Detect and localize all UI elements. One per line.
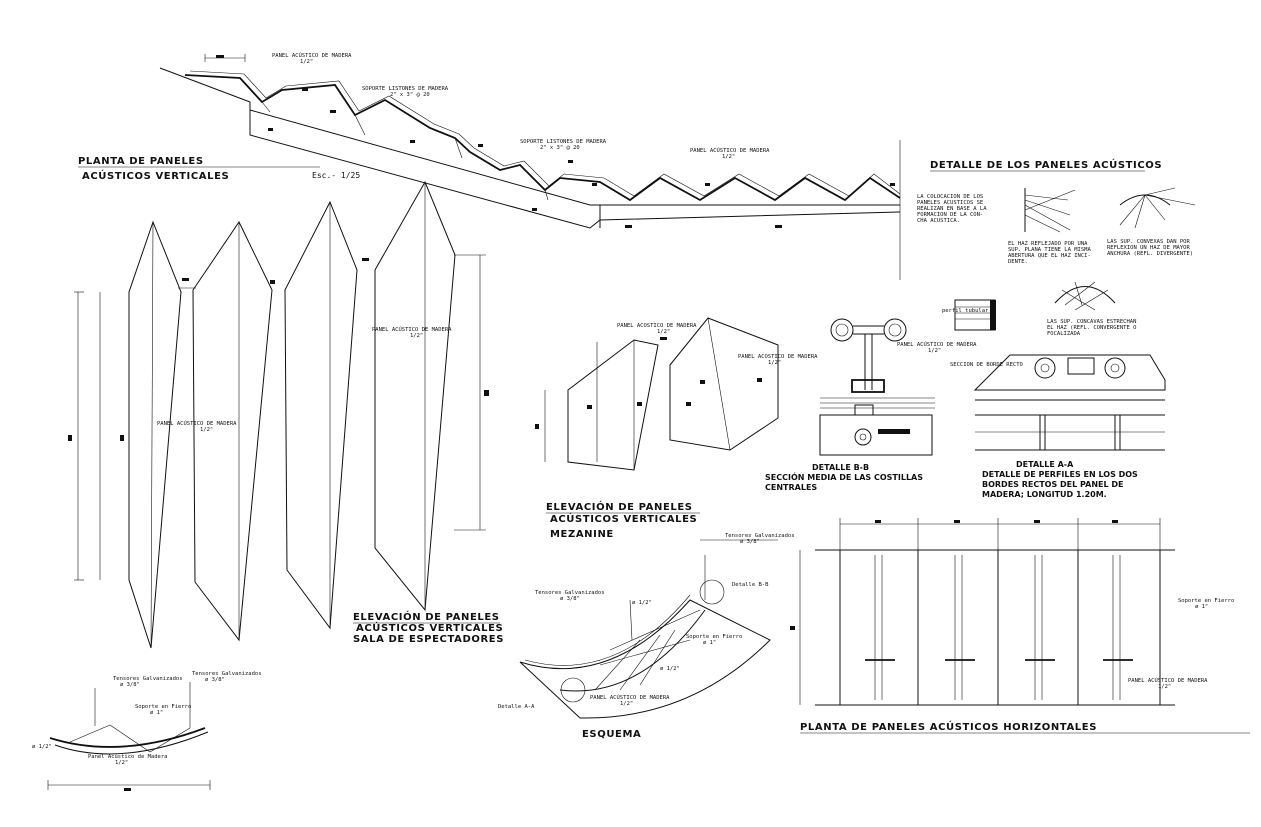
drawing-label: PANEL ACOSTICO DE MADERA (738, 354, 818, 360)
drawing-label: 1/2" (300, 59, 313, 65)
elev-sala-title-1: ELEVACIÓN DE PANELES (353, 610, 500, 623)
drawing-label: 1/2" (620, 701, 633, 707)
esquema-title: ESQUEMA (582, 729, 641, 740)
drawing-label: Soporte en Fierro (1178, 598, 1234, 604)
drawing-label: ø 1/2" (32, 744, 52, 750)
esquema-curved-panel: Tensores Galvanizados ø 3/8" Tensores Ga… (498, 533, 795, 740)
detalle-aa: perfil tubular PANEL ACÚSTICO DE MADERA … (897, 299, 1166, 499)
drawing-label: ø 1/2" (632, 600, 652, 606)
elev-sala-title-3: SALA DE ESPECTADORES (353, 634, 504, 645)
drawing-label: SOPORTE LISTONES DE MADERA (520, 139, 607, 145)
drawing-label: ø 3/8" (740, 539, 760, 545)
drawing-label: SUP. PLANA TIENE LA MISMA (1008, 247, 1091, 253)
drawing-label: PANEL ACÚSTICO DE MADERA (272, 52, 352, 59)
drawing-label: Tensores Galvanizados (192, 671, 262, 677)
drawing-label: 1/2" (928, 348, 941, 354)
drawing-label: PANEL ACÚSTICO DE MADERA (590, 694, 670, 701)
drawing-label: CENTRALES (765, 483, 817, 492)
drawing-label: PANEL ACÚSTICO DE MADERA (690, 147, 770, 154)
drawing-label: SOPORTE LISTONES DE MADERA (362, 86, 449, 92)
drawing-label: FOCALIZADA (1047, 331, 1081, 337)
drawing-label: PANEL ACÚSTICO DE MADERA (897, 341, 977, 348)
drawing-label: ANCHURA (REFL. DIVERGENTE) (1107, 251, 1193, 257)
drawing-label: 1/2" (410, 333, 423, 339)
drawing-label: FORMACION DE LA CON- (917, 212, 983, 218)
drawing-label: REFLEXION UN HAZ DE MAYOR (1107, 245, 1190, 251)
drawing-label: ø 1" (1195, 604, 1208, 610)
drawing-label: EL HAZ (REFL. CONVERGENTE O (1047, 325, 1136, 331)
drawing-label: ø 1" (703, 640, 716, 646)
detalle-aa-title: DETALLE A-A (1016, 460, 1074, 469)
drawing-label: DETALLE DE PERFILES EN LOS DOS (982, 470, 1138, 479)
drawing-label: MADERA; LONGITUD 1.20M. (982, 490, 1107, 499)
drawing-label: 2" x 3" @ 20 (540, 145, 580, 151)
elev-mezz-title-2: ACÚSTICOS VERTICALES (550, 512, 697, 525)
drawing-label: BORDES RECTOS DEL PANEL DE (982, 480, 1123, 489)
drawing-label: Soporte en Fierro (135, 704, 191, 710)
drawing-label: ø 3/8" (120, 682, 140, 688)
drawing-label: PANEL ACÚSTICO DE MADERA (157, 420, 237, 427)
seccion-curva-inferior: Tensores Galvanizados ø 3/8" Tensores Ga… (32, 671, 262, 791)
drawing-label: REALIZAN EN BASE A LA (917, 206, 987, 212)
drawing-label: PANELES ACUSTICOS SE (917, 200, 983, 206)
planta-paneles-horizontales: Soporte en Fierro ø 1" PANEL ACÚSTICO DE… (790, 518, 1250, 734)
drawing-label: 1/2" (115, 760, 128, 766)
drawing-label: PANEL ACÚSTICO DE MADERA (1128, 677, 1208, 684)
drawing-label: CHA ACUSTICA. (917, 218, 960, 224)
drawing-label: 1/2" (1158, 684, 1171, 690)
detalle-bb: DETALLE B-B SECCIÓN MEDIA DE LAS COSTILL… (765, 318, 935, 492)
drawing-label: LAS SUP. CONCAVAS ESTRECHAN (1047, 319, 1136, 325)
scale-label: Esc.- 1/25 (312, 171, 360, 180)
drawing-label: perfil tubular (942, 308, 989, 314)
drawing-label: SECCION DE BORDE RECTO (950, 362, 1023, 368)
drawing-label: 2" x 3" @ 20 (390, 92, 430, 98)
detalle-bb-title: DETALLE B-B (812, 463, 869, 472)
drawing-label: LA COLOCACION DE LOS (917, 194, 983, 200)
drawing-label: Detalle A-A (498, 704, 535, 710)
drawing-label: PANEL ACÚSTICO DE MADERA (372, 326, 452, 333)
drawing-label: ø 3/8" (205, 677, 225, 683)
planta-horizontal-title: PLANTA DE PANELES ACÚSTICOS HORIZONTALES (800, 720, 1097, 733)
drawing-label: EL HAZ REFLEJADO POR UNA (1008, 241, 1088, 247)
elev-mezz-title-3: MEZANINE (550, 529, 614, 540)
drawing-label: ø 3/8" (560, 596, 580, 602)
drawing-label: 1/2" (768, 360, 781, 366)
drawing-label: ø 1/2" (660, 666, 680, 672)
elevacion-sala-panels: PANEL ACÚSTICO DE MADERA 1/2" PANEL ACÚS… (68, 180, 504, 649)
drawing-label: Tensores Galvanizados (113, 676, 183, 682)
drawing-label: LAS SUP. CONVEXAS DAN POR (1107, 239, 1190, 245)
drawing-label: Tensores Galvanizados (535, 590, 605, 596)
drawing-label: DENTE. (1008, 259, 1028, 265)
planta-paneles-title-2: ACÚSTICOS VERTICALES (82, 169, 229, 182)
planta-paneles-plan: PANEL ACÚSTICO DE MADERA 1/2" SOPORTE LI… (78, 52, 901, 280)
planta-paneles-title-1: PLANTA DE PANELES (78, 156, 204, 167)
drawing-label: 1/2" (657, 329, 670, 335)
drawing-label: ABERTURA QUE EL HAZ INCI- (1008, 253, 1091, 259)
drawing-label: Panel Acústico de Madera (88, 753, 167, 760)
drawing-label: Detalle B-B (732, 582, 769, 588)
elev-sala-title-2: ACÚSTICOS VERTICALES (356, 621, 503, 634)
elev-mezz-title-1: ELEVACIÓN DE PANELES (546, 500, 693, 513)
drawing-label: SECCIÓN MEDIA DE LAS COSTILLAS (765, 471, 923, 482)
drawing-label: ø 1" (150, 710, 163, 716)
detalle-paneles-acusticos: DETALLE DE LOS PANELES ACÚSTICOS LA COLO… (917, 158, 1196, 337)
drawing-label: Tensores Galvanizados (725, 533, 795, 539)
drawing-label: 1/2" (200, 427, 213, 433)
elevacion-mezanine-panels: PANEL ACOSTICO DE MADERA 1/2" PANEL ACOS… (535, 317, 818, 540)
drawing-label: PANEL ACOSTICO DE MADERA (617, 323, 697, 329)
drawing-label: 1/2" (722, 154, 735, 160)
drawing-label: Soporte en Fierro (686, 634, 742, 640)
detalle-paneles-title: DETALLE DE LOS PANELES ACÚSTICOS (930, 158, 1162, 171)
